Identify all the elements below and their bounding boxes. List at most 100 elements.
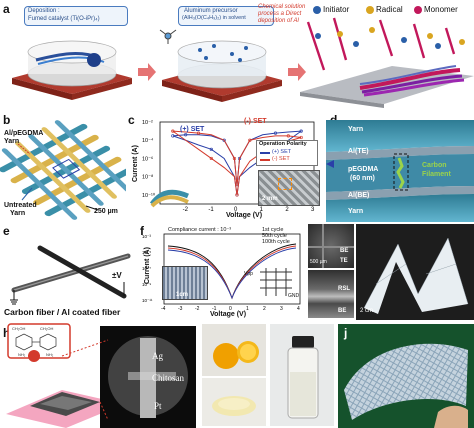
panel-j-label: j [344, 326, 348, 340]
layer-stack-illustration [326, 120, 474, 222]
panel-a-label: a [3, 2, 10, 16]
panel-g: g 500 µm BE TE RSL BE 2 cm [306, 222, 474, 320]
layer-pegdma: pEGDMA [348, 166, 379, 173]
data-point [171, 134, 175, 138]
flow-arrow-1 [138, 63, 156, 81]
scale-bar [85, 205, 99, 211]
fiber-inset [150, 189, 189, 208]
panel-a: a [0, 0, 474, 112]
panel-d: d Yarn Al(TE) pEGDMA (60 nm) Al(BE) Yarn… [326, 112, 474, 222]
deposition-substrate [300, 65, 474, 108]
panel-i: i [200, 320, 336, 428]
legend-neg-c: (-) SET [272, 156, 290, 162]
photo-highlight [278, 178, 292, 190]
panel-c-label: c [128, 113, 135, 127]
te-text: TE [340, 258, 348, 264]
chemical-solution-text: Chemical solution [258, 4, 306, 10]
deposition-of-al-text: deposition of Al [258, 18, 299, 24]
scale-text: 250 µm [94, 208, 118, 215]
layer-yarn-top: Yarn [348, 126, 364, 133]
be-text: BE [340, 248, 349, 254]
scale-big: 2 cm [360, 308, 374, 314]
precursor-dish [159, 29, 282, 102]
x-tick-label-f: -2 [195, 306, 200, 312]
cycle-curve [167, 247, 297, 300]
photo-scale-c: 2 mm [262, 196, 278, 202]
folded-textile [356, 224, 474, 320]
deposition-callout [24, 6, 128, 26]
layer-al-be: Al(BE) [348, 192, 370, 199]
vpp-text: Vpp [244, 271, 253, 277]
cycle-50-text: 50th cycle [262, 233, 287, 239]
panel-d-arrow [326, 160, 334, 168]
x-tick-label-f: 0 [229, 306, 232, 312]
initiator-marker [313, 6, 321, 14]
y-tick-label-f: 10⁻⁷ [142, 266, 151, 271]
panel-f-label: f [140, 224, 144, 238]
x-tick-label-f: 1 [246, 306, 249, 312]
set-neg-text: (-) SET [244, 118, 267, 125]
y-tick-label-f: 10⁻⁵ [142, 250, 151, 255]
flow-arrow-2 [288, 63, 306, 81]
sem-cross-section [308, 270, 354, 318]
monomer-marker [414, 6, 422, 14]
legend-neg-swatch [260, 159, 270, 161]
ylabel-c: Current (A) [132, 145, 139, 182]
legend-monomer: Monomer [424, 5, 458, 14]
y-tick-label: 10⁻⁶ [142, 155, 153, 162]
svg-text:NH₂: NH₂ [18, 352, 26, 357]
layer-thickness: (60 nm) [350, 175, 375, 182]
textile-photo-f [162, 266, 208, 300]
aluminum-formula-text: (AlH₃(O(C₄H₉)₂) in solvent [182, 15, 246, 21]
panel-e-label: e [3, 224, 10, 238]
x-tick-label: 0 [234, 207, 238, 213]
chitosan-text: Chitosan [152, 373, 185, 383]
orange-photo [202, 324, 334, 426]
layer-al-te: Al(TE) [348, 148, 369, 155]
legend-pos-swatch [260, 152, 270, 154]
x-tick-label-f: 4 [297, 306, 300, 312]
x-tick-label-f: 3 [280, 306, 283, 312]
process-direct-text: process a Direct [258, 11, 302, 17]
panel-e: e ±V Carbon fiber / Al coated fiber [0, 222, 140, 320]
gnd-text: GND [288, 293, 300, 299]
x-tick-label: 2 [285, 207, 289, 213]
y-tick-label-f: 10⁻⁹ [142, 282, 151, 287]
data-point [299, 135, 303, 140]
filament-text-2: Filament [422, 171, 451, 178]
data-point [273, 131, 278, 135]
set-pos-text: (+) SET [180, 126, 205, 133]
panel-j: j [338, 320, 474, 428]
untreated-text: Untreated [4, 202, 37, 209]
filament-text: Carbon [422, 162, 447, 169]
fabric-photo-inset [258, 170, 320, 206]
xlabel-f: Voltage (V) [210, 311, 247, 318]
panel-h-label: h [3, 326, 11, 340]
untreated-pointer [21, 187, 33, 201]
y-tick-label: 10⁻⁸ [142, 174, 153, 181]
x-tick-label: 1 [260, 207, 264, 213]
aluminum-precursor-text: Aluminum precursor [184, 8, 238, 14]
flexible-textile-photo [338, 324, 474, 428]
svg-text:NH₂: NH₂ [46, 352, 54, 357]
y-tick-label: 10⁻¹⁰ [142, 192, 156, 199]
xlabel-c: Voltage (V) [226, 212, 263, 219]
al-pegdma-text: Al/pEGDMA [4, 130, 44, 137]
data-point [235, 193, 239, 197]
y-tick-label-f: 10⁻³ [142, 234, 151, 239]
falling-species [306, 17, 465, 71]
radical-marker [366, 6, 374, 14]
scale-f: 1cm [176, 292, 189, 298]
crossbar-schematic [260, 268, 292, 296]
molecule-icon [159, 29, 177, 44]
y-tick-label-f: 10⁻¹¹ [142, 298, 153, 303]
layer-yarn-bottom: Yarn [348, 208, 364, 215]
ylabel-f: Current (A) [144, 247, 151, 284]
y-tick-label: 10⁻⁴ [142, 137, 154, 144]
x-tick-label-f: -1 [212, 306, 217, 312]
fiber-caption: Carbon fiber / Al coated fiber [4, 307, 121, 317]
legend-initiator: Initiator [323, 5, 350, 14]
x-tick-label-f: 2 [263, 306, 266, 312]
al-pegdma-pointer [17, 143, 31, 155]
